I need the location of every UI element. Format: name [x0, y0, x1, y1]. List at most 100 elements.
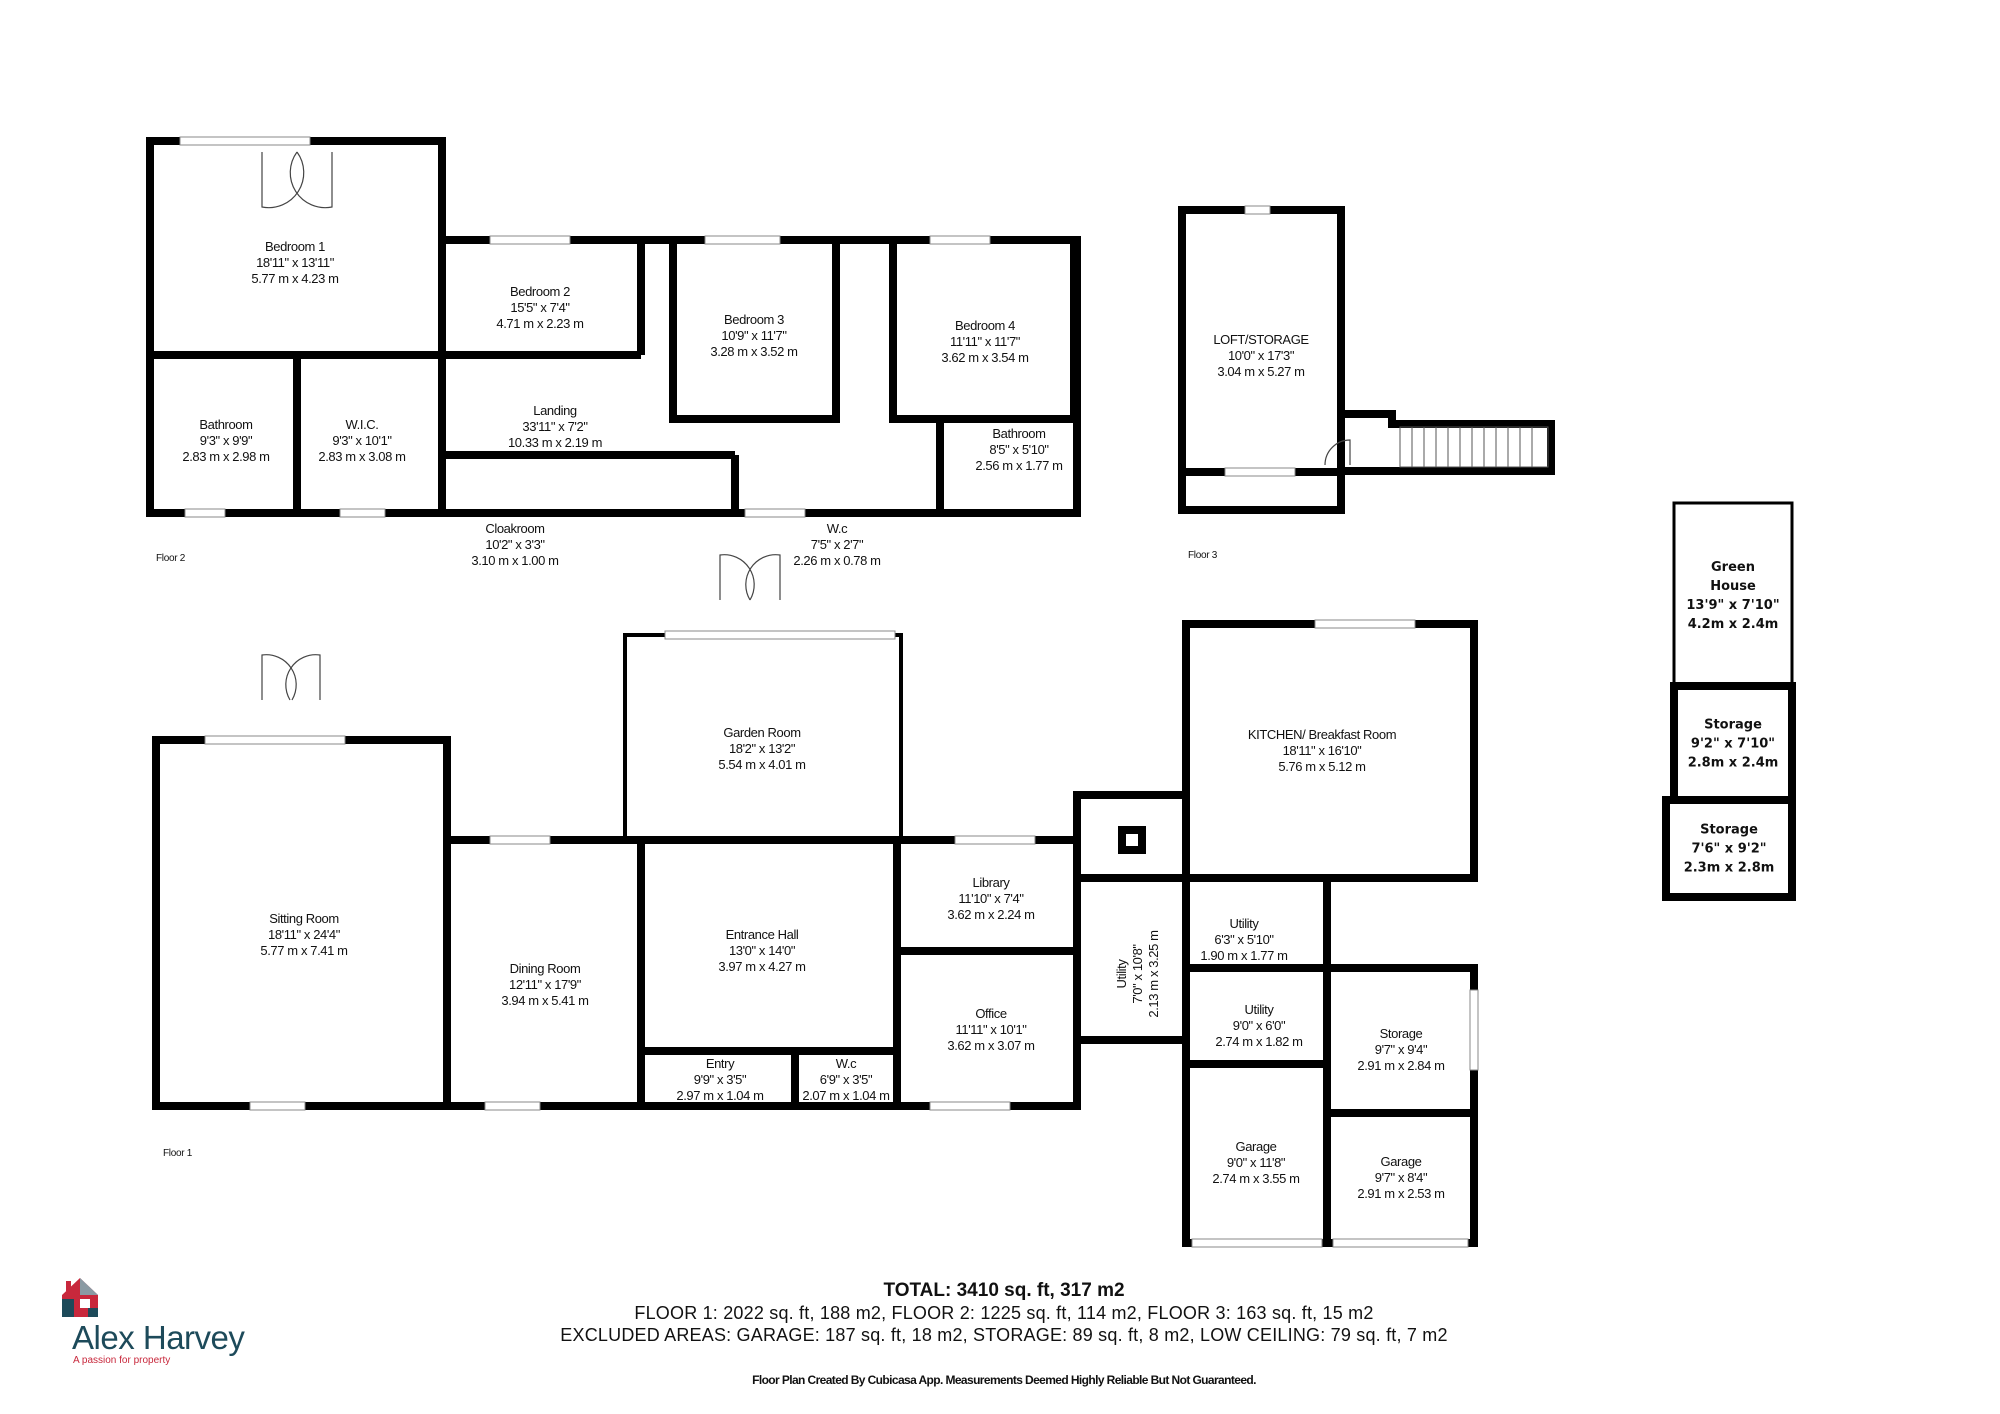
- room-name: Office: [975, 1006, 1007, 1021]
- room-name: Entry: [705, 1056, 735, 1071]
- room-imperial: 10'0" x 17'3": [1227, 348, 1295, 363]
- room-imperial: 8'5" x 5'10": [989, 442, 1049, 457]
- room-name: Cloakroom: [485, 521, 545, 536]
- room-name: Storage: [1700, 822, 1758, 838]
- floor-3-label: Floor 3: [1188, 550, 1218, 561]
- room-metric: 2.83 m x 3.08 m: [318, 449, 406, 464]
- room-name: Entrance Hall: [725, 927, 799, 942]
- room-imperial: 18'11" x 16'10": [1282, 743, 1362, 758]
- room-name: Garage: [1380, 1154, 1422, 1169]
- brand-tagline: A passion for property: [73, 1355, 171, 1366]
- room-wic: W.I.C.9'3" x 10'1"2.83 m x 3.08 m: [318, 417, 406, 465]
- room-imperial: 9'9" x 3'5": [693, 1072, 747, 1087]
- disclaimer: Floor Plan Created By Cubicasa App. Meas…: [752, 1373, 1256, 1387]
- room-metric: 3.10 m x 1.00 m: [471, 553, 559, 568]
- room-name: Utility: [1229, 916, 1259, 931]
- floor2-walls: [146, 137, 1081, 517]
- room-metric: 2.74 m x 1.82 m: [1215, 1034, 1303, 1049]
- room-imperial: 11'10" x 7'4": [958, 891, 1024, 906]
- total-area: TOTAL: 3410 sq. ft, 317 m2: [883, 1280, 1125, 1301]
- room-metric: 3.62 m x 2.24 m: [947, 907, 1035, 922]
- room-imperial: 9'0" x 6'0": [1232, 1018, 1286, 1033]
- room-imperial: 9'3" x 9'9": [199, 433, 253, 448]
- room-name: Utility: [1244, 1002, 1274, 1017]
- room-metric: 3.97 m x 4.27 m: [718, 959, 806, 974]
- room-name: Bathroom: [992, 426, 1046, 441]
- room-metric: 4.71 m x 2.23 m: [496, 316, 584, 331]
- room-imperial: 6'9" x 3'5": [819, 1072, 873, 1087]
- room-name: Bedroom 2: [510, 284, 570, 299]
- room-metric: 10.33 m x 2.19 m: [507, 435, 603, 450]
- room-imperial: 11'11" x 11'7": [949, 334, 1021, 349]
- room-metric: 5.76 m x 5.12 m: [1278, 759, 1366, 774]
- room-metric: 2.13 m x 3.25 m: [1146, 930, 1161, 1018]
- room-name: Landing: [533, 403, 577, 418]
- room-name: W.c: [835, 1056, 857, 1071]
- room-imperial: 7'0" x 10'8": [1130, 944, 1145, 1004]
- room-imperial: 6'3" x 5'10": [1214, 932, 1274, 947]
- room-name: Garden Room: [723, 725, 801, 740]
- room-imperial: 7'5" x 2'7": [810, 537, 864, 552]
- room-imperial: 9'7" x 9'4": [1374, 1042, 1428, 1057]
- floor-areas: FLOOR 1: 2022 sq. ft, 188 m2, FLOOR 2: 1…: [634, 1303, 1374, 1323]
- room-imperial: 18'11" x 24'4": [268, 927, 340, 942]
- house-logo-icon: [62, 1278, 98, 1317]
- room-imperial: 9'0" x 11'8": [1226, 1155, 1286, 1170]
- room-metric: 3.04 m x 5.27 m: [1217, 364, 1305, 379]
- brand-name: Alex Harvey: [72, 1319, 245, 1356]
- room-metric: 5.54 m x 4.01 m: [718, 757, 806, 772]
- staircase: [1399, 426, 1549, 468]
- room-name: Library: [972, 875, 1010, 890]
- room-imperial: 18'11" x 13'11": [256, 255, 334, 270]
- room-name: Bathroom: [199, 417, 253, 432]
- room-metric: 2.8m x 2.4m: [1687, 755, 1779, 771]
- room-metric: 3.94 m x 5.41 m: [501, 993, 589, 1008]
- room-metric: 2.91 m x 2.53 m: [1357, 1186, 1445, 1201]
- doors: [261, 151, 1351, 701]
- room-imperial: 9'7" x 8'4": [1374, 1170, 1428, 1185]
- room-imperial: 18'2" x 13'2": [728, 741, 796, 756]
- room-name: Bedroom 1: [265, 239, 325, 254]
- room-imperial: 13'9" x 7'10": [1686, 598, 1780, 613]
- room-name: Bedroom 4: [955, 318, 1015, 333]
- room-name: Utility: [1114, 959, 1129, 989]
- room-imperial: 13'0" x 14'0": [728, 943, 796, 958]
- windows: [179, 136, 1479, 1248]
- area-summary: TOTAL: 3410 sq. ft, 317 m2 FLOOR 1: 2022…: [560, 1280, 1447, 1346]
- room-imperial: 9'3" x 10'1": [332, 433, 392, 448]
- room-imperial: 7'6" x 9'2": [1691, 841, 1767, 857]
- room-name: LOFT/STORAGE: [1213, 332, 1309, 347]
- room-metric: 4.2m x 2.4m: [1687, 617, 1779, 632]
- room-name: Dining Room: [509, 961, 581, 976]
- room-imperial: 33'11" x 7'2": [522, 419, 588, 434]
- room-metric: 2.97 m x 1.04 m: [676, 1088, 764, 1103]
- floor-1-label: Floor 1: [163, 1148, 193, 1159]
- room-metric: 2.07 m x 1.04 m: [802, 1088, 890, 1103]
- room-imperial: 9'2" x 7'10": [1690, 736, 1776, 752]
- floor-2-label: Floor 2: [156, 553, 186, 564]
